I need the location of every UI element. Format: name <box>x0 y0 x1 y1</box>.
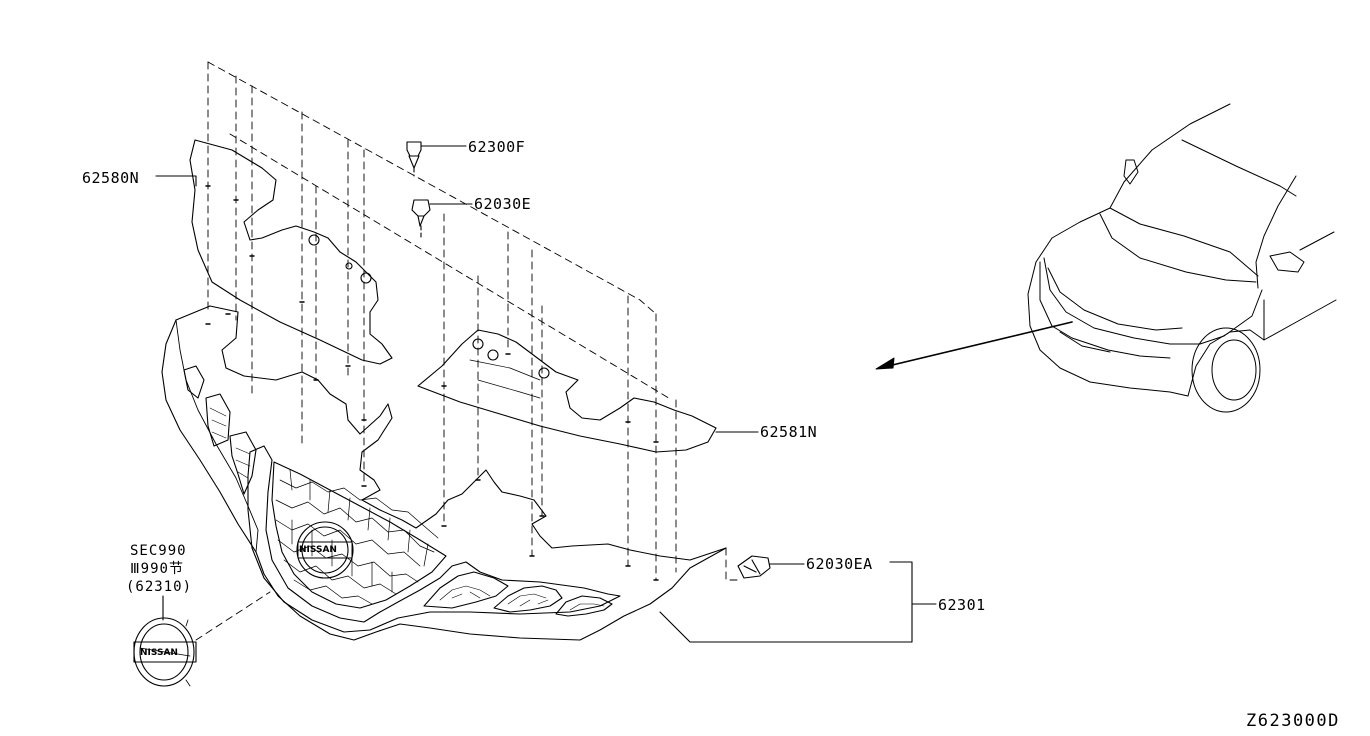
grille-top-edge <box>175 305 727 561</box>
sec-reference-line2: Ⅲ990节 <box>130 561 184 577</box>
label-62300F: 62300F <box>468 138 526 156</box>
side-vent-2 <box>205 393 231 447</box>
label-62301: 62301 <box>938 596 986 614</box>
grille-emblem-text: NISSAN <box>299 545 337 555</box>
leader-62580N <box>155 175 197 187</box>
vehicle-locator <box>1027 103 1337 413</box>
grille-outer-shell <box>161 319 727 641</box>
lower-intake-right <box>555 595 613 617</box>
direction-arrow <box>879 321 1073 369</box>
label-62030E: 62030E <box>474 195 532 213</box>
grille-mesh <box>271 461 447 609</box>
emblem-62310 <box>133 617 197 687</box>
grille-surround <box>247 445 621 633</box>
label-62580N: 62580N <box>82 169 140 187</box>
lower-intake-left <box>423 571 509 609</box>
lower-intake-mid <box>493 585 563 613</box>
under-cover-upper <box>189 139 393 365</box>
drawing-code: Z623000D <box>1246 711 1340 731</box>
grille-emblem-ring <box>296 521 354 579</box>
side-vent-3 <box>229 431 257 495</box>
clip-62300F <box>406 141 422 177</box>
clip-62030E <box>411 199 431 241</box>
sec-reference-line1: SEC990 <box>130 543 187 559</box>
label-62030EA: 62030EA <box>806 555 873 573</box>
emblem-text: NISSAN <box>140 648 178 658</box>
side-vent-1 <box>183 365 205 399</box>
under-cover-lower <box>417 329 717 453</box>
sec-reference-line3: (62310) <box>126 579 193 595</box>
clip-62030EA <box>737 555 771 579</box>
label-62581N: 62581N <box>760 423 818 441</box>
leader-62301 <box>659 561 913 643</box>
